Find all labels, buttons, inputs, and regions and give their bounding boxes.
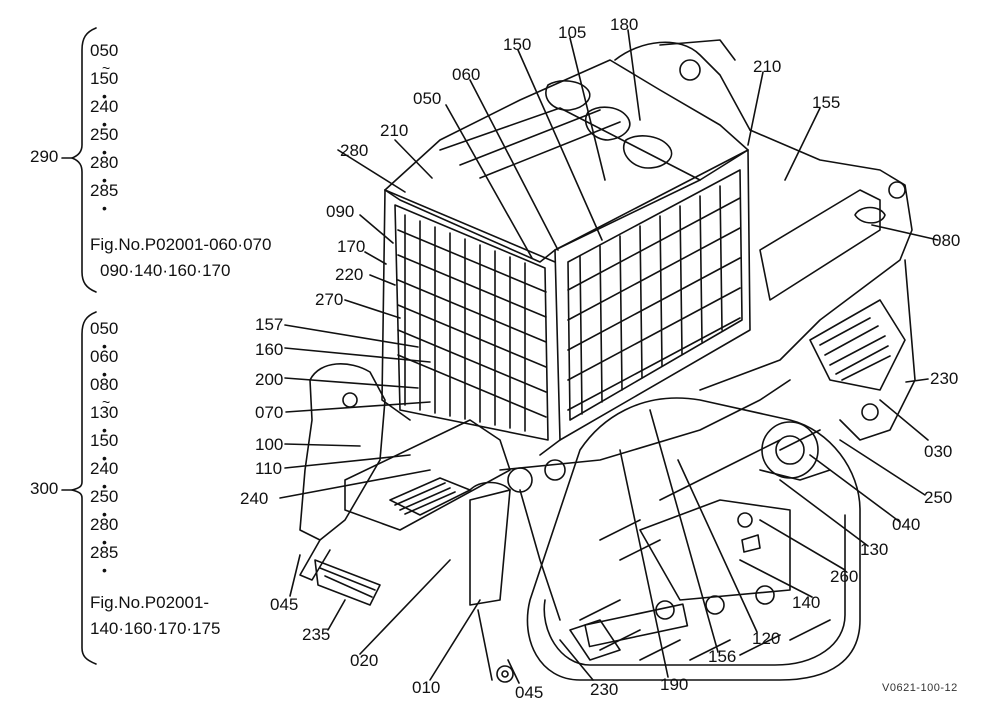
callout-230: 230 xyxy=(590,680,618,699)
group-separator: • xyxy=(102,338,107,354)
group-separator: • xyxy=(102,562,107,578)
group-separator: • xyxy=(102,450,107,466)
callout-210: 210 xyxy=(753,57,781,76)
group-item: 050 xyxy=(90,319,119,338)
group-separator: • xyxy=(102,116,107,132)
callout-260: 260 xyxy=(830,567,858,586)
callout-157: 157 xyxy=(255,315,283,334)
figure-reference-line-1: Fig.No.P02001- xyxy=(90,593,210,612)
group-item: 250 xyxy=(90,125,119,144)
group-separator: • xyxy=(102,200,107,216)
group-item: 280 xyxy=(90,515,119,534)
group-item: 060 xyxy=(90,347,119,366)
callout-150: 150 xyxy=(503,35,531,54)
group-item: 250 xyxy=(90,487,119,506)
callout-105: 105 xyxy=(558,23,586,42)
callout-045: 045 xyxy=(270,595,298,614)
group-separator: ~ xyxy=(102,60,111,76)
group-separator: • xyxy=(102,478,107,494)
callout-130: 130 xyxy=(860,540,888,559)
callout-010: 010 xyxy=(412,678,440,697)
callout-080: 080 xyxy=(932,231,960,250)
callout-200: 200 xyxy=(255,370,283,389)
group-item: 285 xyxy=(90,543,119,562)
group-item: 050 xyxy=(90,41,119,60)
callout-060: 060 xyxy=(452,65,480,84)
callout-230: 230 xyxy=(930,369,958,388)
group-item: 150 xyxy=(90,69,119,88)
callout-labels: 105 180 150 060 210 155 050 210 280 090 170 220 270 1… xyxy=(240,15,960,702)
callout-190: 190 xyxy=(660,675,688,694)
callout-100: 100 xyxy=(255,435,283,454)
callout-050: 050 xyxy=(413,89,441,108)
callout-070: 070 xyxy=(255,403,283,422)
callout-020: 020 xyxy=(350,651,378,670)
group-item: 240 xyxy=(90,459,119,478)
figure-reference-line-1: Fig.No.P02001-060·070 xyxy=(90,235,272,254)
callout-090: 090 xyxy=(326,202,354,221)
callout-140: 140 xyxy=(792,593,820,612)
group-separator: • xyxy=(102,506,107,522)
figure-code: V0621-100-12 xyxy=(882,682,958,694)
group-item: 280 xyxy=(90,153,119,172)
callout-240: 240 xyxy=(240,489,268,508)
group-separator: • xyxy=(102,144,107,160)
group-item: 080 xyxy=(90,375,119,394)
callout-156: 156 xyxy=(708,647,736,666)
callout-170: 170 xyxy=(337,237,365,256)
group-item: 130 xyxy=(90,403,119,422)
group-item: 150 xyxy=(90,431,119,450)
group-separator: • xyxy=(102,88,107,104)
group-label: 290 xyxy=(30,147,59,166)
callout-270: 270 xyxy=(315,290,343,309)
callout-040: 040 xyxy=(892,515,920,534)
group-separator: ~ xyxy=(102,394,111,410)
callout-235: 235 xyxy=(302,625,330,644)
callout-180: 180 xyxy=(610,15,638,34)
callout-030: 030 xyxy=(924,442,952,461)
figure-reference-line-2: 090·140·160·170 xyxy=(100,261,231,280)
group-item: 240 xyxy=(90,97,119,116)
group-separator: • xyxy=(102,422,107,438)
group-separator: • xyxy=(102,172,107,188)
group-item: 285 xyxy=(90,181,119,200)
callout-045: 045 xyxy=(515,683,543,702)
group-label: 300 xyxy=(30,479,59,498)
callout-280: 280 xyxy=(340,141,368,160)
callout-160: 160 xyxy=(255,340,283,359)
callout-155: 155 xyxy=(812,93,840,112)
callout-210: 210 xyxy=(380,121,408,140)
callout-250: 250 xyxy=(924,488,952,507)
callout-120: 120 xyxy=(752,629,780,648)
figure-reference-line-2: 140·160·170·175 xyxy=(90,619,221,638)
callout-110: 110 xyxy=(255,459,282,478)
group-separator: • xyxy=(102,534,107,550)
group-separator: • xyxy=(102,366,107,382)
callout-220: 220 xyxy=(335,265,363,284)
